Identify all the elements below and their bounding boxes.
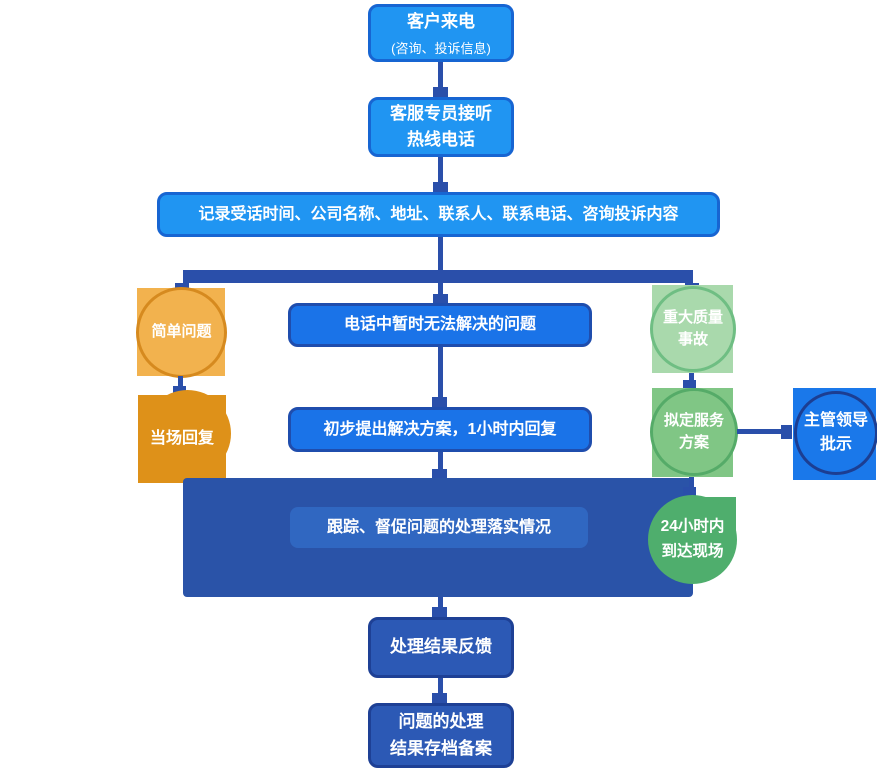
connector-line [438,452,443,470]
node-customer-call-subtitle: (咨询、投诉信息) [391,41,491,57]
connector-cap [432,607,447,617]
node-major-accident: 重大质量 事故 [650,286,736,372]
connector-cap [432,693,447,703]
connector-cap [683,380,696,388]
connector-line [438,597,443,608]
connector-cap [432,397,447,407]
connector-line [438,347,443,398]
connector-cap [781,425,792,439]
node-customer-call-title: 客户来电 [407,11,475,31]
node-archive: 问题的处理 结果存档备案 [368,703,514,768]
connector-cap [433,87,448,97]
connector-line [689,477,694,488]
node-arrive-24h: 24小时内 到达现场 [648,495,737,584]
node-customer-call: 客户来电 (咨询、投诉信息) [368,4,514,62]
connector-line [438,678,443,694]
connector-line [689,373,694,382]
connector-line [178,376,183,387]
node-record-info: 记录受话时间、公司名称、地址、联系人、联系电话、咨询投诉内容 [157,192,720,237]
node-service-plan: 拟定服务 方案 [650,388,738,476]
connector-cap [433,182,448,192]
connector-cap [432,469,447,478]
fork-bar [183,270,693,283]
connector-line [737,429,783,434]
connector-line [438,237,443,270]
node-unsolved-issue: 电话中暂时无法解决的问题 [288,303,592,347]
connector-line [438,157,443,183]
connector-cap [433,294,448,303]
node-agent-answer: 客服专员接听 热线电话 [368,97,514,157]
node-onsite-reply: 当场回复 [138,395,226,483]
node-track-supervise: 跟踪、督促问题的处理落实情况 [290,507,588,548]
node-result-feedback: 处理结果反馈 [368,617,514,678]
connector-line [438,283,443,295]
node-initial-solution: 初步提出解决方案，1小时内回复 [288,407,592,452]
connector-cap [683,487,696,496]
connector-line [438,62,443,88]
node-simple-issue: 简单问题 [136,287,227,378]
node-leader-approval: 主管领导 批示 [794,391,877,475]
